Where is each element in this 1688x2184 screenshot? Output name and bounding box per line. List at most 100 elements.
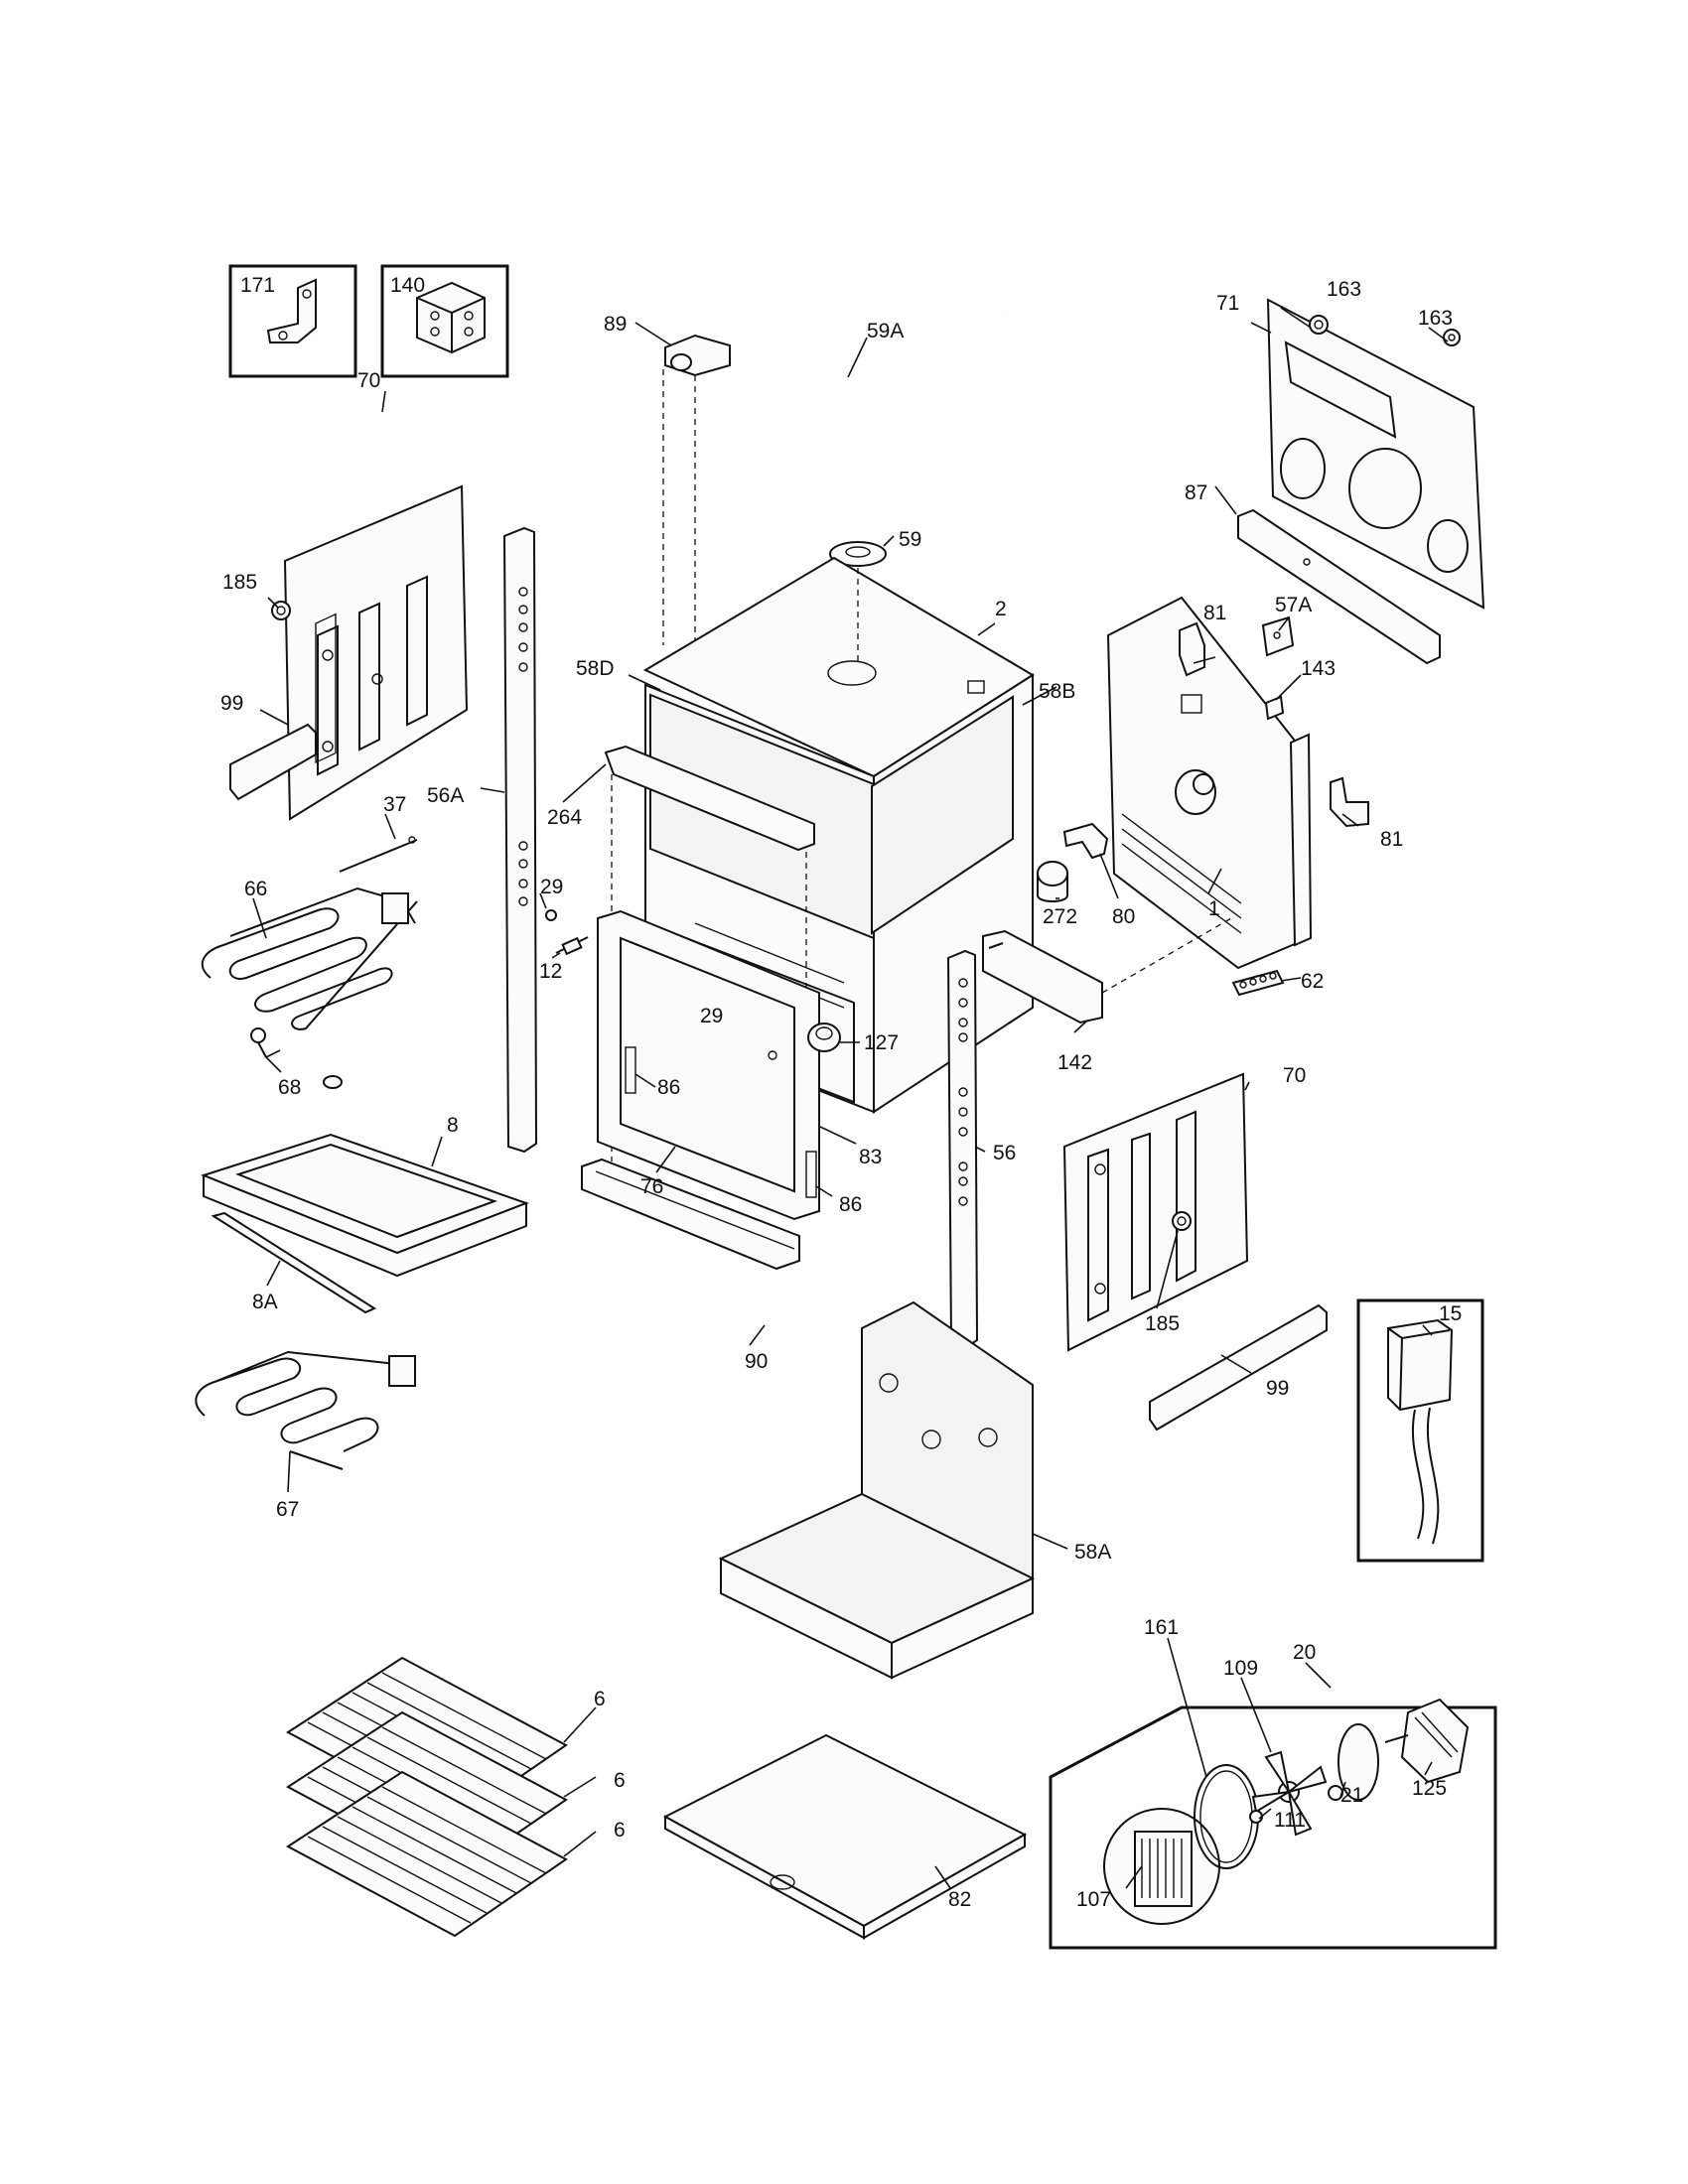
fan-cover-107 [1103,1808,1220,1925]
clip-143 [1264,695,1285,721]
side-rail-56 [946,949,979,1350]
nut-185-right [1172,1211,1192,1231]
heat-shield-20 [1337,1723,1379,1801]
callout-1: 1 [1208,897,1220,920]
callout-68: 68 [278,1076,301,1099]
vent-collar-59 [829,541,887,567]
callout-37: 37 [383,793,406,816]
callout-59: 59 [899,528,921,551]
callout-81b: 81 [1380,828,1403,851]
bracket-142 [982,917,1232,1024]
insulation-58a [718,1300,1036,1680]
callout-80: 80 [1112,905,1135,928]
callout-56: 56 [993,1142,1016,1164]
callout-81a: 81 [1203,602,1226,624]
heater-probe-12 [555,936,589,956]
inset-box-140 [380,264,509,378]
callout-82: 82 [948,1888,971,1911]
callout-140: 140 [390,274,425,297]
oven-rack-bottom [286,1770,568,1938]
callout-86a: 86 [657,1076,680,1099]
callout-57a: 57A [1275,594,1312,616]
callout-12: 12 [539,960,562,983]
side-panel-70-right [1062,1072,1249,1352]
callout-109: 109 [1223,1657,1258,1680]
callout-2: 2 [995,598,1007,620]
callout-20: 20 [1293,1641,1316,1664]
callout-125: 125 [1412,1777,1447,1800]
callout-15: 15 [1439,1302,1462,1325]
bake-element-66 [201,887,418,1030]
callout-58d: 58D [576,657,615,680]
callout-99b: 99 [1266,1377,1289,1400]
callout-6c: 6 [614,1819,626,1842]
callout-161: 161 [1144,1616,1179,1639]
callout-labels: 171 140 59A 89 59 163 163 71 70 185 87 2… [220,274,1462,1911]
back-panel-71 [1266,298,1485,610]
bracket-99-right [1149,1303,1328,1432]
thermostat-89 [662,334,731,655]
bottom-trim-90 [581,1158,800,1271]
bottom-tray-82 [662,1733,1028,1940]
terminal-block-62 [1231,969,1285,997]
door-frame-76 [597,909,820,1221]
callout-142: 142 [1057,1051,1092,1074]
sensor-37 [339,836,418,873]
broil-element-67 [195,1350,416,1470]
callout-71: 71 [1216,292,1239,315]
gasket-161 [1194,1764,1259,1869]
convection-fan-inset [1049,1698,1497,1950]
callout-163b: 163 [1418,307,1453,330]
callout-143: 143 [1301,657,1336,680]
callout-62: 62 [1301,970,1324,993]
nut-163-upper [1309,315,1329,335]
callout-58a: 58A [1074,1541,1111,1564]
fan-motor-125 [1384,1698,1470,1784]
callout-272: 272 [1043,905,1077,928]
side-rail-56a [502,526,538,1154]
bracket-81-lower [1330,776,1369,828]
nut-163-lower [1443,329,1461,346]
back-wall-1 [1106,596,1313,970]
bulb-127 [807,1023,841,1052]
cap-272 [1037,861,1068,902]
callout-83: 83 [859,1146,882,1168]
callout-70a: 70 [357,369,380,392]
callout-76: 76 [640,1175,663,1198]
bracket-99-left [229,723,317,801]
callout-107: 107 [1076,1888,1111,1911]
pan-strip-8a [211,1211,377,1314]
callout-29b: 29 [700,1005,723,1027]
vent-tube-59a [854,315,1007,544]
callout-87: 87 [1185,481,1207,504]
callout-58b: 58B [1039,680,1075,703]
callout-8: 8 [447,1114,459,1137]
inset-box-15 [1356,1298,1484,1563]
clip-68 [250,1027,343,1089]
bracket-87 [1237,508,1441,665]
callout-59a: 59A [867,320,904,342]
callout-6b: 6 [614,1769,626,1792]
callout-185b: 185 [1145,1312,1180,1335]
bracket-80 [1062,822,1109,860]
callout-163a: 163 [1327,278,1361,301]
callout-29a: 29 [540,876,563,898]
callout-99a: 99 [220,692,243,715]
callout-264: 264 [547,806,582,829]
callout-66: 66 [244,878,267,900]
bracket-57a [1261,615,1295,657]
callout-86b: 86 [839,1193,862,1216]
callout-111: 111 [1274,1809,1306,1832]
nut-29 [545,909,557,921]
callout-185a: 185 [222,571,257,594]
broil-pan-8 [201,1133,529,1278]
fan-blade-109 [1251,1750,1328,1837]
side-panel-70-left [283,484,469,821]
callout-127: 127 [864,1031,899,1054]
callout-171: 171 [240,274,275,297]
inset-box-171 [228,264,357,378]
callout-89: 89 [604,313,627,336]
callout-56a: 56A [427,784,464,807]
callout-6a: 6 [594,1688,606,1710]
